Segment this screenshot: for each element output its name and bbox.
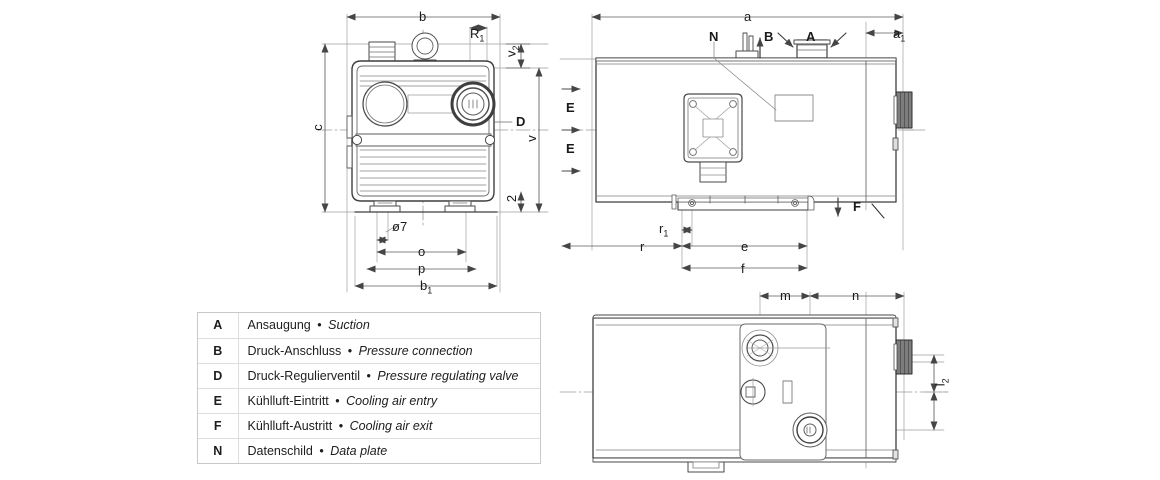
dim-label-n: n	[852, 288, 860, 303]
callout-E-upper: E	[566, 100, 575, 115]
callout-D: D	[516, 114, 526, 129]
side-view-geometry	[559, 13, 926, 272]
dim-label-p: p	[418, 261, 426, 276]
callout-E-lower: E	[566, 141, 575, 156]
legend-description: Druck-Regulierventil • Pressure regulati…	[238, 363, 540, 389]
front-view-geometry	[317, 13, 549, 293]
legend-label-en: Data plate	[330, 443, 388, 458]
callout-F: F	[853, 199, 861, 214]
legend-row: E Kühlluft-Eintritt • Cooling air entry	[198, 388, 540, 414]
legend-description: Ansaugung • Suction	[238, 313, 540, 339]
legend-row: B Druck-Anschluss • Pressure connection	[198, 338, 540, 364]
dim-label-b: b	[419, 9, 427, 24]
legend-separator: •	[366, 368, 371, 383]
dim-label-hole-dia: ø7	[392, 219, 408, 234]
legend-label-en: Pressure connection	[358, 343, 473, 358]
callout-N: N	[709, 29, 719, 44]
legend-description: Druck-Anschluss • Pressure connection	[238, 338, 540, 364]
legend-body: A Ansaugung • Suction B Druck-Anschluss …	[198, 313, 540, 463]
legend-key: E	[198, 388, 239, 414]
component-legend-table: A Ansaugung • Suction B Druck-Anschluss …	[197, 312, 541, 464]
legend-label-de: Druck-Anschluss	[247, 343, 342, 358]
dim-label-o: o	[418, 244, 426, 259]
legend-separator: •	[338, 418, 344, 433]
legend-description: Kühlluft-Austritt • Cooling air exit	[238, 413, 540, 439]
callout-A: A	[806, 29, 816, 44]
legend-key: D	[198, 363, 239, 389]
dim-label-m: m	[780, 288, 791, 303]
callout-B: B	[764, 29, 774, 44]
dim-label-e: e	[741, 239, 749, 254]
legend-label-de: Datenschild	[247, 443, 313, 458]
legend-key: B	[198, 338, 239, 364]
legend-label-de: Ansaugung	[247, 318, 311, 333]
dim-label-r: r	[640, 239, 645, 254]
legend-key: A	[198, 313, 239, 339]
dim-label-a: a	[744, 9, 752, 24]
legend-separator: •	[335, 393, 340, 408]
dim-label-l2: l2	[932, 378, 951, 387]
dim-label-2: 2	[504, 194, 520, 203]
dim-label-f: f	[741, 261, 745, 276]
legend-key: F	[198, 413, 239, 439]
dim-label-v: v	[523, 135, 539, 142]
dim-label-r1: r1	[659, 221, 669, 239]
legend-separator: •	[319, 443, 324, 458]
legend-label-de: Druck-Regulierventil	[247, 368, 361, 383]
legend-key: N	[198, 438, 239, 463]
legend-row: A Ansaugung • Suction	[198, 313, 540, 339]
legend-row: F Kühlluft-Austritt • Cooling air exit	[198, 413, 540, 439]
legend-description: Datenschild • Data plate	[238, 438, 540, 463]
dim-label-v2: v2	[503, 45, 522, 58]
legend-label-en: Cooling air exit	[349, 418, 433, 433]
dim-label-b1: b1	[420, 278, 433, 296]
legend-label-de: Kühlluft-Austritt	[247, 418, 333, 433]
legend-row: N Datenschild • Data plate	[198, 438, 540, 463]
legend-label-de: Kühlluft-Eintritt	[247, 393, 329, 408]
legend-label-en: Cooling air entry	[346, 393, 438, 408]
legend-label-en: Suction	[328, 318, 370, 333]
top-view-geometry	[559, 291, 949, 473]
dim-label-a1: a1	[893, 26, 906, 44]
legend-description: Kühlluft-Eintritt • Cooling air entry	[238, 388, 540, 414]
dim-label-R1: R1	[470, 26, 485, 44]
legend-separator: •	[317, 318, 322, 333]
dim-label-c: c	[309, 124, 325, 131]
legend-separator: •	[347, 343, 353, 358]
legend-row: D Druck-Regulierventil • Pressure regula…	[198, 363, 540, 389]
legend-label-en: Pressure regulating valve	[377, 368, 519, 383]
